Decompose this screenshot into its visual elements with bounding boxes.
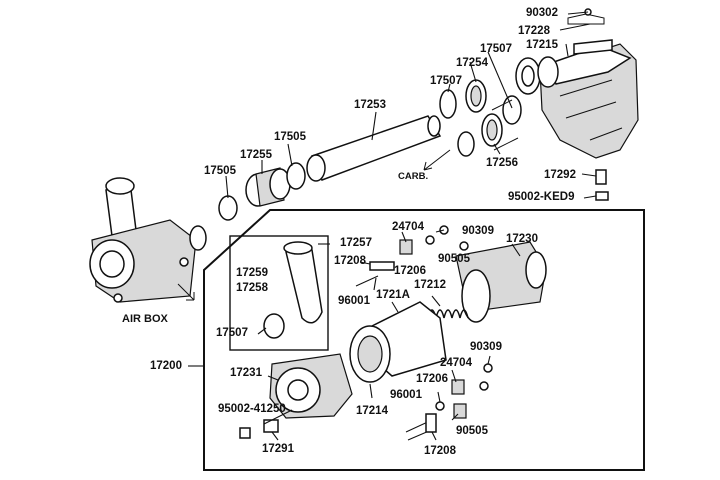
label-95002-ked9: 95002-KED9	[508, 191, 575, 203]
label-90309-lower: 90309	[470, 341, 502, 353]
label-17208-lower: 17208	[424, 445, 456, 457]
label-17291: 17291	[262, 443, 294, 455]
label-17231: 17231	[230, 367, 262, 379]
bolt-17292	[595, 169, 607, 185]
label-17254: 17254	[456, 57, 488, 69]
bolt-17291	[239, 419, 279, 439]
clamp-17507-inner	[263, 313, 285, 339]
hardware-upper	[355, 225, 449, 287]
label-17206-lower: 17206	[416, 373, 448, 385]
collar-group-top	[439, 79, 522, 157]
label-90309-upper: 90309	[462, 225, 494, 237]
label-17292: 17292	[544, 169, 576, 181]
label-carb: CARB.	[398, 171, 429, 182]
housing-17230	[455, 241, 547, 323]
label-1721a: 1721A	[376, 289, 410, 301]
label-17257: 17257	[340, 237, 372, 249]
air-box-arrow	[177, 283, 195, 301]
label-24704-lower: 24704	[440, 357, 472, 369]
label-17200: 17200	[150, 360, 182, 372]
label-24704-upper: 24704	[392, 221, 424, 233]
label-17507-top-right: 17507	[480, 43, 512, 55]
cover-17231	[269, 353, 353, 419]
air-box-assembly	[89, 177, 207, 303]
bracket-17228	[567, 13, 605, 25]
label-90505-upper: 90505	[438, 253, 470, 265]
assembly-frame	[203, 209, 645, 471]
sleeve-group-left	[218, 162, 306, 221]
label-95002-41250: 95002-41250	[218, 403, 286, 415]
label-17228: 17228	[518, 25, 550, 37]
label-17505-upper: 17505	[274, 131, 306, 143]
label-17258: 17258	[236, 282, 268, 294]
label-17255: 17255	[240, 149, 272, 161]
label-90505-lower: 90505	[456, 425, 488, 437]
bolt-95002-ked9	[595, 191, 609, 201]
label-90302: 90302	[526, 7, 558, 19]
label-17214: 17214	[356, 405, 388, 417]
label-17256: 17256	[486, 157, 518, 169]
carb-arrow	[423, 149, 451, 171]
label-17259: 17259	[236, 267, 268, 279]
label-17507-top-left: 17507	[430, 75, 462, 87]
label-air-box: AIR BOX	[122, 313, 168, 325]
label-17212: 17212	[414, 279, 446, 291]
label-17507-inner: 17507	[216, 327, 248, 339]
hose-17259	[283, 241, 323, 324]
label-17505-lower: 17505	[204, 165, 236, 177]
label-17253: 17253	[354, 99, 386, 111]
label-96001-lower: 96001	[390, 389, 422, 401]
label-17215: 17215	[526, 39, 558, 51]
label-96001-upper: 96001	[338, 295, 370, 307]
label-17206-upper: 17206	[394, 265, 426, 277]
tube-17253	[306, 115, 442, 182]
air-tank-17215	[515, 39, 639, 159]
filter-1721a	[349, 301, 447, 383]
hose-frame	[229, 235, 329, 351]
label-17230: 17230	[506, 233, 538, 245]
label-17208-upper: 17208	[334, 255, 366, 267]
